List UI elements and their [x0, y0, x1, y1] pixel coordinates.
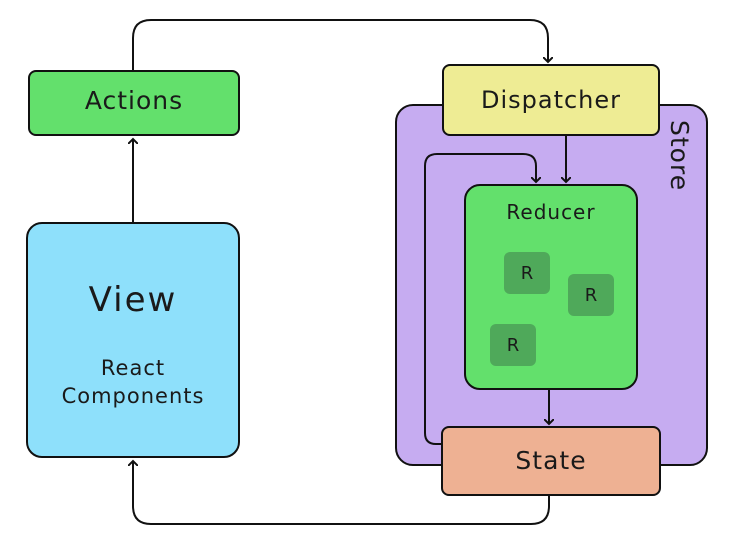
reducer-label: Reducer	[506, 200, 596, 224]
arrow-state-to-view	[133, 461, 550, 525]
arrow-state-to-reducer	[424, 153, 536, 445]
view-subtitle-line1: React	[100, 356, 166, 380]
reducer-item: R	[504, 252, 550, 294]
reducer-item: R	[490, 324, 536, 366]
reducer-node: Reducer R R R	[464, 184, 638, 390]
arrow-actions-to-dispatcher	[132, 19, 548, 70]
view-title: View	[88, 280, 178, 320]
dispatcher-label: Dispatcher	[480, 86, 622, 114]
dispatcher-node: Dispatcher	[442, 64, 660, 136]
state-node: State	[441, 426, 661, 496]
actions-label: Actions	[84, 86, 184, 115]
actions-node: Actions	[28, 70, 240, 136]
state-label: State	[515, 446, 587, 475]
view-subtitle-line2: Components	[61, 384, 205, 408]
reducer-item: R	[568, 274, 614, 316]
view-node: View React Components	[26, 222, 240, 458]
